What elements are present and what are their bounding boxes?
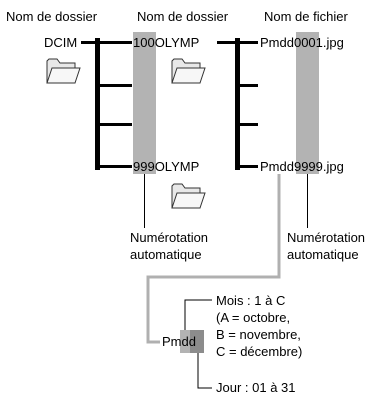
- month-highlight: [180, 330, 190, 353]
- file-first-label: Pmdd0001.jpg: [260, 35, 344, 50]
- file-branch-3: [240, 123, 258, 126]
- folder-branch-3: [100, 123, 132, 126]
- folder-branch-4: [100, 165, 132, 168]
- folder-branch-1: [100, 41, 132, 44]
- month-line-3: B = novembre,: [216, 327, 301, 342]
- file-branch-2: [240, 84, 258, 87]
- folder-icon: [171, 183, 206, 209]
- file-branch-1: [240, 41, 258, 44]
- header-folder-1: Nom de dossier: [6, 9, 98, 24]
- subfolder-last-label: 999OLYMP: [133, 159, 200, 174]
- header-folder-2: Nom de dossier: [137, 9, 229, 24]
- month-line-1: Mois : 1 à C: [216, 293, 286, 308]
- filename-prefix: Pmdd: [162, 334, 196, 349]
- file-numbering-line-2: automatique: [287, 247, 359, 262]
- folder-numbering-line-2: automatique: [130, 247, 202, 262]
- header-file: Nom de fichier: [264, 9, 348, 24]
- month-line-2: (A = octobre,: [216, 310, 291, 325]
- file-tree-trunk: [235, 38, 240, 170]
- file-number-highlight: [296, 32, 319, 174]
- folder-branch-2: [100, 84, 132, 87]
- day-highlight: [190, 330, 204, 353]
- folder-number-highlight: [133, 32, 156, 174]
- root-folder-label: DCIM: [44, 35, 78, 50]
- subfolder-first-label: 100OLYMP: [133, 35, 200, 50]
- file-numbering-line-1: Numérotation: [287, 230, 366, 245]
- folder-numbering-pointer: [144, 174, 145, 228]
- folder-icon: [46, 58, 81, 84]
- root-connector: [81, 41, 95, 44]
- day-line: Jour : 01 à 31: [216, 380, 296, 395]
- month-line-4: C = décembre): [216, 344, 303, 359]
- file-branch-4: [240, 165, 258, 168]
- file-tree-connector: [217, 41, 235, 44]
- file-numbering-pointer: [307, 174, 308, 228]
- folder-tree-trunk: [95, 38, 100, 170]
- folder-icon: [171, 58, 206, 84]
- file-last-label: Pmdd9999.jpg: [260, 159, 344, 174]
- folder-numbering-line-1: Numérotation: [130, 230, 209, 245]
